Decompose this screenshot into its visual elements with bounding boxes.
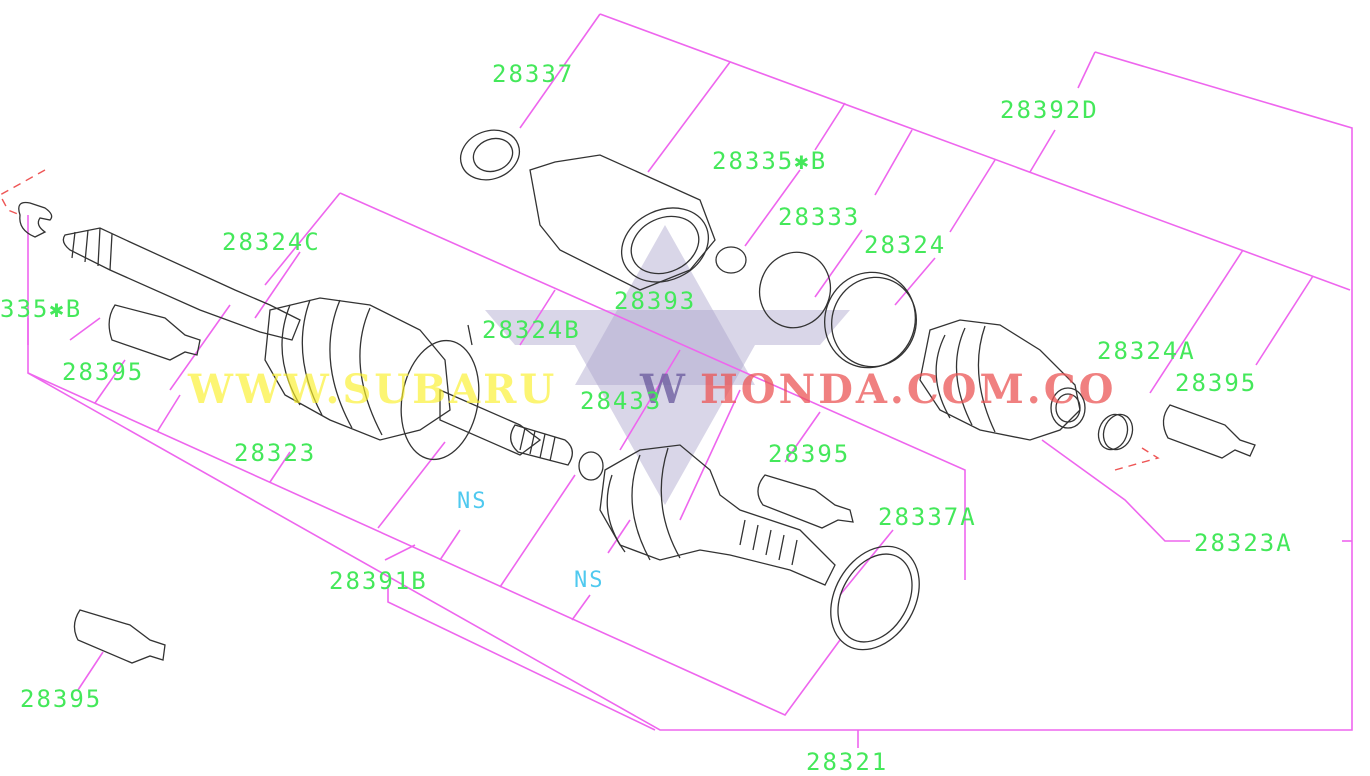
part-label-28395-bottom[interactable]: 28395 [20, 685, 103, 713]
part-label-28323[interactable]: 28323 [234, 439, 317, 467]
part-label-28395-center[interactable]: 28395 [768, 440, 851, 468]
ns-label-lower: NS [574, 568, 605, 593]
part-label-28323a[interactable]: 28323A [1194, 529, 1293, 557]
part-label-28337[interactable]: 28337 [492, 60, 575, 88]
watermark-text-subaru: WWW.SUBARU [188, 366, 558, 413]
part-label-28335b-right[interactable]: 28335✱B [712, 147, 828, 175]
leader-lines [27, 13, 1353, 748]
watermark-text-honda: HONDA.COM.CO [700, 366, 1117, 413]
reference-dashes [0, 169, 1160, 471]
part-label-28324[interactable]: 28324 [864, 231, 947, 259]
part-label-28395-right[interactable]: 28395 [1175, 369, 1258, 397]
part-label-28392d[interactable]: 28392D [1000, 96, 1099, 124]
parts-line-art [18, 129, 1256, 664]
ns-label-upper: NS [457, 489, 488, 514]
part-label-28391b[interactable]: 28391B [329, 567, 428, 595]
watermark-text-w: W [640, 366, 688, 413]
part-label-28433[interactable]: 28433 [580, 387, 663, 415]
watermark-star-icon [485, 225, 850, 505]
part-label-28337a[interactable]: 28337A [878, 503, 977, 531]
part-label-28333[interactable]: 28333 [778, 203, 861, 231]
part-label-28324b[interactable]: 28324B [482, 316, 581, 344]
part-label-28324c[interactable]: 28324C [222, 228, 321, 256]
part-label-28321[interactable]: 28321 [806, 748, 889, 776]
part-label-28393[interactable]: 28393 [614, 287, 697, 315]
part-label-28324a[interactable]: 28324A [1097, 337, 1196, 365]
part-label-28335b-left[interactable]: 335✱B [0, 295, 83, 323]
part-label-28395-left[interactable]: 28395 [62, 358, 145, 386]
